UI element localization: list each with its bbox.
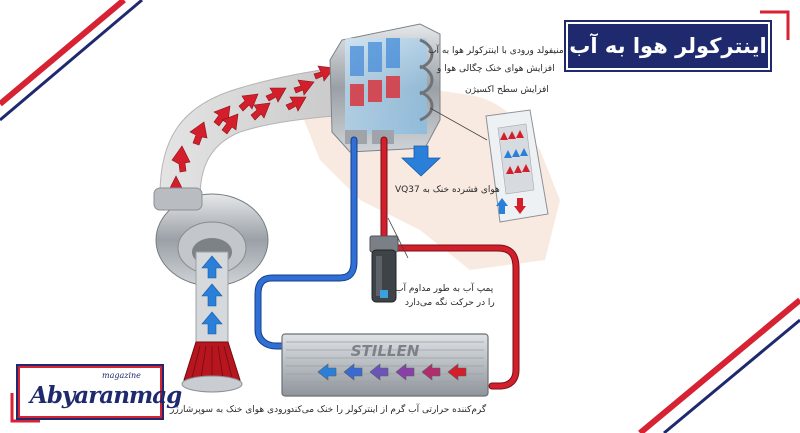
- manifold-label-line1: منیفولد ورودی با اینترکولر هوا به آب: [428, 46, 564, 56]
- pump-label-line1: پمپ آب به طور مداوم آب: [395, 284, 494, 294]
- intake-tube: [195, 251, 229, 349]
- radiator-icon: STILLEN: [281, 333, 489, 397]
- corner-bracket-top-right: [760, 10, 790, 40]
- radiator-brand: STILLEN: [351, 342, 420, 360]
- coolant-pipes: [254, 136, 520, 390]
- leader-lines: [387, 107, 488, 259]
- brand-logo: magazine Abyaranmag: [16, 364, 182, 420]
- logo-main-text: Abyaranmag: [30, 382, 182, 409]
- cold-air-inlet-label: ورودی هوای خنک به سوپرشارژر: [170, 405, 292, 415]
- water-pump-icon: [369, 235, 399, 303]
- corner-bracket-bottom-left: [10, 393, 40, 423]
- pump-label-line2: را در حرکت نگه می‌دارد: [405, 298, 495, 308]
- page-title: اینترکولر هوا به آب: [566, 22, 770, 70]
- turbo-compressor-icon: [153, 187, 269, 287]
- corner-decoration-bottom-right: [638, 297, 800, 433]
- manifold-label-line3: افزایش سطح اکسیژن: [465, 85, 549, 95]
- intake-manifold-icon: [329, 23, 441, 153]
- compressed-air-label: هوای فشرده خنک به VQ37: [395, 185, 500, 195]
- manifold-label-line2: افزایش هوای خنک چگالی هوا و: [437, 64, 555, 74]
- radiator-label: گرم‌کننده حرارتی آب گرم از اینترکولر را …: [290, 405, 487, 415]
- compressed-air-arrow: [400, 145, 442, 177]
- air-filter-icon: [181, 341, 243, 393]
- corner-decoration-top-left: [0, 0, 143, 122]
- logo-small-text: magazine: [102, 371, 141, 380]
- page-title-text: اینترکولر هوا به آب: [569, 34, 767, 58]
- intercooler-core-icon: [485, 109, 549, 223]
